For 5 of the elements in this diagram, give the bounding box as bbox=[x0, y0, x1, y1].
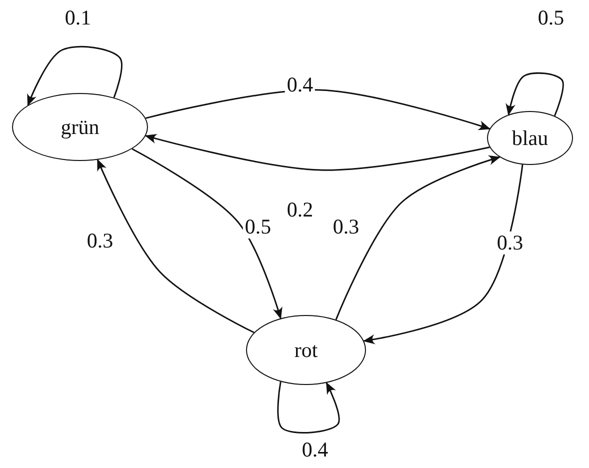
state-ellipse bbox=[487, 111, 573, 165]
state-label: blau bbox=[512, 126, 548, 150]
edge-label: 0.3 bbox=[494, 231, 526, 255]
state-label: grün bbox=[60, 114, 100, 140]
state-label: rot bbox=[294, 338, 318, 362]
